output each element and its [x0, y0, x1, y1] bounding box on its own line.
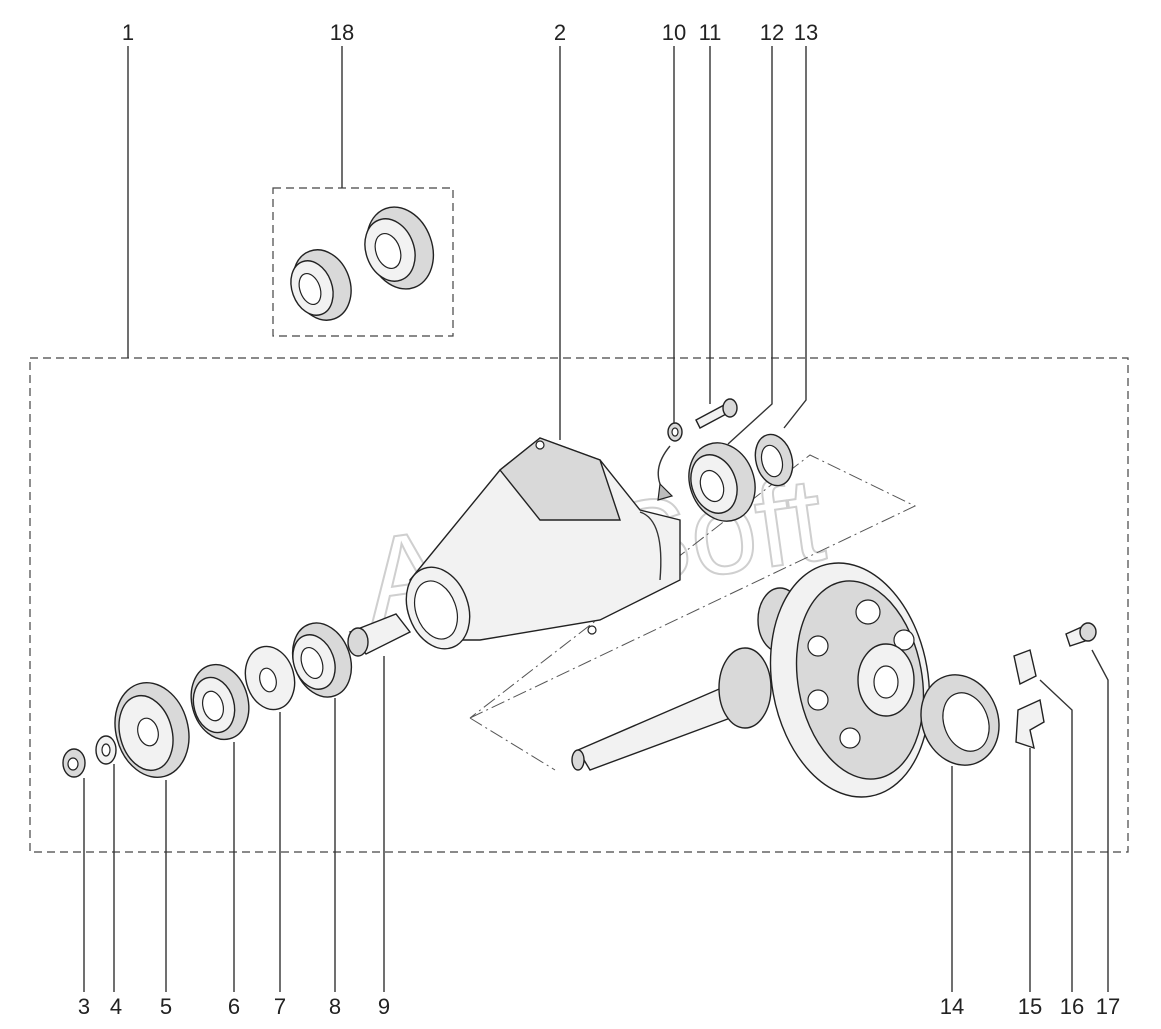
spacer-9 — [347, 613, 412, 657]
ring-gear-assembly — [571, 562, 931, 798]
callout-labels: 1 2 3 4 5 6 7 8 9 10 11 12 13 14 15 16 1… — [78, 20, 1120, 1019]
callout-3: 3 — [78, 994, 90, 1019]
bearing-pair-18 — [290, 206, 435, 321]
leader-lines — [83, 46, 1109, 992]
bearing-12 — [688, 442, 756, 522]
callout-14: 14 — [940, 994, 964, 1019]
washer-4 — [95, 735, 117, 765]
callout-17: 17 — [1096, 994, 1120, 1019]
assembly-boundary-1 — [29, 357, 1129, 853]
housing-2 — [405, 437, 681, 650]
callout-5: 5 — [160, 994, 172, 1019]
callout-18: 18 — [330, 20, 354, 45]
callout-12: 12 — [760, 20, 784, 45]
callout-1: 1 — [122, 20, 134, 45]
callout-6: 6 — [228, 994, 240, 1019]
callout-10: 10 — [662, 20, 686, 45]
washer-7 — [244, 645, 296, 711]
axis-line-lower — [469, 717, 556, 771]
flange-5 — [114, 682, 190, 778]
adjuster-nut-14 — [920, 674, 1000, 766]
screw-17 — [1065, 622, 1097, 647]
callout-16: 16 — [1060, 994, 1084, 1019]
nut-3 — [62, 748, 86, 778]
callout-11: 11 — [699, 20, 722, 45]
lock-plate-15 — [1015, 698, 1045, 750]
washer-10 — [667, 422, 683, 442]
callout-2: 2 — [554, 20, 566, 45]
arrow-head — [657, 482, 674, 501]
bolt-11 — [695, 398, 738, 429]
callout-7: 7 — [274, 994, 286, 1019]
bearing-8 — [291, 622, 353, 698]
ring-13 — [754, 433, 794, 487]
lock-plate-16 — [1013, 649, 1037, 686]
assembly-boundary-18 — [272, 187, 454, 337]
callout-9: 9 — [378, 994, 390, 1019]
callout-4: 4 — [110, 994, 122, 1019]
seal-6 — [190, 663, 250, 741]
callout-15: 15 — [1018, 994, 1042, 1019]
callout-8: 8 — [329, 994, 341, 1019]
callout-13: 13 — [794, 20, 818, 45]
